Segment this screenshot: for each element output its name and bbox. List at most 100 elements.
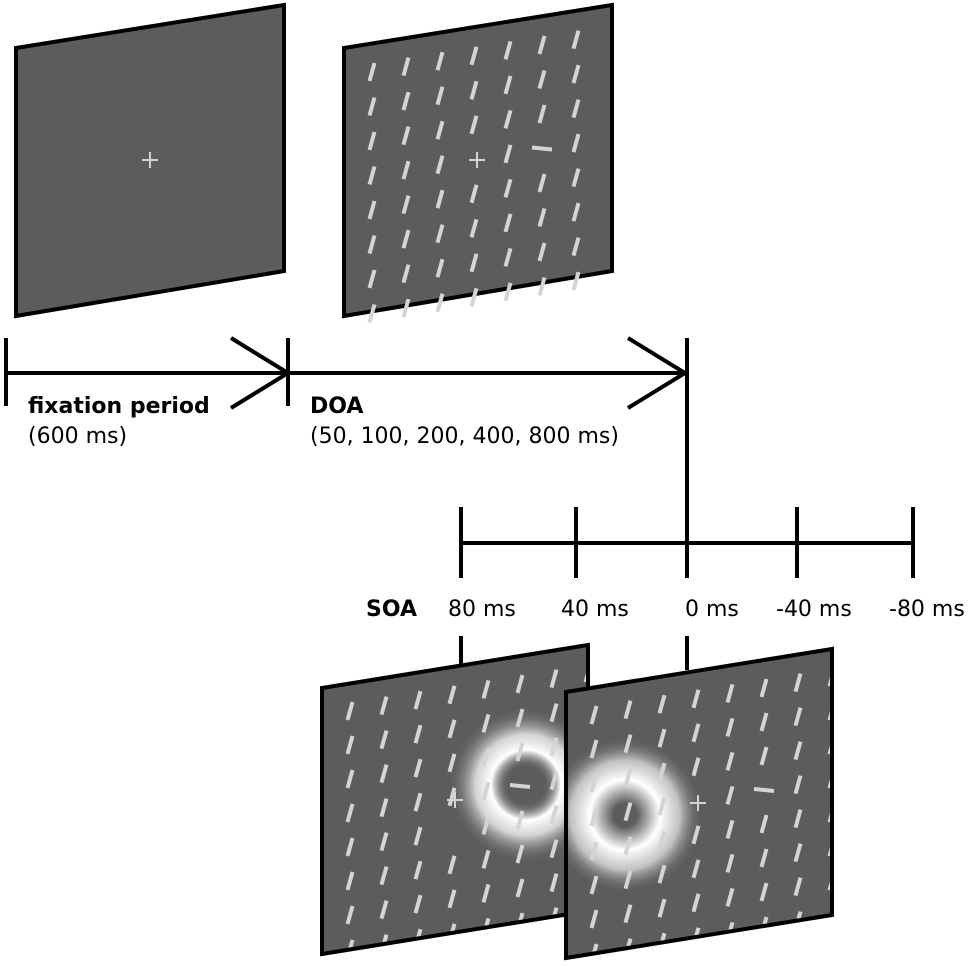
line-element: [691, 859, 701, 879]
fixation-cross-icon: [447, 792, 463, 808]
line-element: [503, 178, 513, 198]
line-element: [793, 673, 803, 693]
line-element: [413, 724, 423, 744]
search-panel: [342, 2, 614, 324]
line-element: [725, 887, 735, 907]
line-element: [691, 689, 701, 709]
line-element: [469, 287, 479, 307]
line-element: [367, 303, 377, 324]
line-element: [793, 741, 803, 761]
line-element: [379, 832, 389, 852]
line-element: [571, 133, 581, 153]
line-element: [759, 678, 769, 698]
disk-cue-panel: [564, 646, 834, 961]
line-element: [367, 269, 377, 289]
line-element: [367, 234, 377, 255]
line-element: [435, 86, 445, 106]
line-element: [537, 173, 547, 193]
line-element: [401, 57, 411, 77]
line-element: [549, 703, 559, 723]
line-element: [469, 253, 479, 273]
line-element: [515, 708, 525, 728]
line-element: [345, 803, 355, 823]
line-element: [589, 705, 599, 725]
fixation-cross-icon: [142, 152, 158, 168]
line-element: [515, 742, 525, 762]
line-element: [571, 64, 581, 84]
line-element: [367, 96, 377, 117]
line-element: [469, 46, 479, 66]
line-element: [753, 787, 775, 793]
line-element: [657, 694, 667, 714]
line-element: [549, 873, 559, 893]
line-element: [759, 882, 769, 902]
line-element: [345, 905, 355, 925]
line-element: [549, 669, 559, 689]
line-element: [435, 189, 445, 209]
line-element: [367, 200, 377, 220]
line-element: [725, 683, 735, 703]
line-element: [367, 131, 377, 151]
line-element: [413, 792, 423, 812]
line-element: [447, 753, 457, 773]
line-element: [537, 242, 547, 262]
line-element: [503, 144, 513, 164]
line-element: [515, 878, 525, 898]
line-element: [657, 898, 667, 918]
line-element: [571, 168, 581, 188]
fixation-cross-icon: [469, 152, 485, 168]
line-element: [759, 814, 769, 834]
line-element: [345, 735, 355, 755]
line-element: [589, 807, 599, 827]
line-element: [367, 62, 377, 82]
line-element: [725, 819, 735, 839]
line-element: [401, 91, 411, 111]
line-element: [447, 855, 457, 875]
line-element: [401, 264, 411, 284]
line-element: [481, 679, 491, 699]
line-element: [435, 293, 445, 313]
line-element: [537, 104, 547, 124]
line-element: [515, 674, 525, 694]
line-element: [367, 165, 377, 186]
line-element: [657, 830, 667, 850]
line-element: [793, 707, 803, 727]
line-element: [549, 839, 559, 859]
line-element: [469, 115, 479, 135]
arrow-head-icon: [626, 336, 689, 410]
line-element: [345, 769, 355, 789]
line-element: [623, 734, 633, 754]
doa-values: (50, 100, 200, 400, 800 ms): [310, 424, 619, 449]
line-element: [759, 712, 769, 732]
line-element: [413, 860, 423, 880]
line-element: [481, 883, 491, 903]
line-element: [657, 728, 667, 748]
line-element: [481, 781, 491, 801]
line-element: [537, 276, 547, 297]
line-element: [469, 218, 479, 238]
line-element: [503, 247, 513, 267]
line-element: [623, 870, 633, 890]
line-element: [589, 773, 599, 793]
line-element: [589, 875, 599, 895]
line-element: [623, 904, 633, 924]
line-element: [503, 282, 513, 302]
line-element: [401, 160, 411, 180]
line-element: [725, 751, 735, 771]
fixation-cross-icon: [690, 795, 706, 811]
line-element: [401, 298, 411, 318]
line-element: [571, 30, 581, 50]
line-element: [571, 271, 581, 291]
line-element: [435, 258, 445, 278]
line-element: [793, 877, 803, 897]
line-element: [759, 746, 769, 766]
line-element: [345, 701, 355, 721]
line-element: [481, 747, 491, 767]
line-element: [447, 685, 457, 705]
ring-cue-panel: [320, 642, 590, 957]
line-element: [435, 51, 445, 71]
line-element: [657, 762, 667, 782]
line-element: [509, 783, 531, 789]
line-element: [413, 758, 423, 778]
